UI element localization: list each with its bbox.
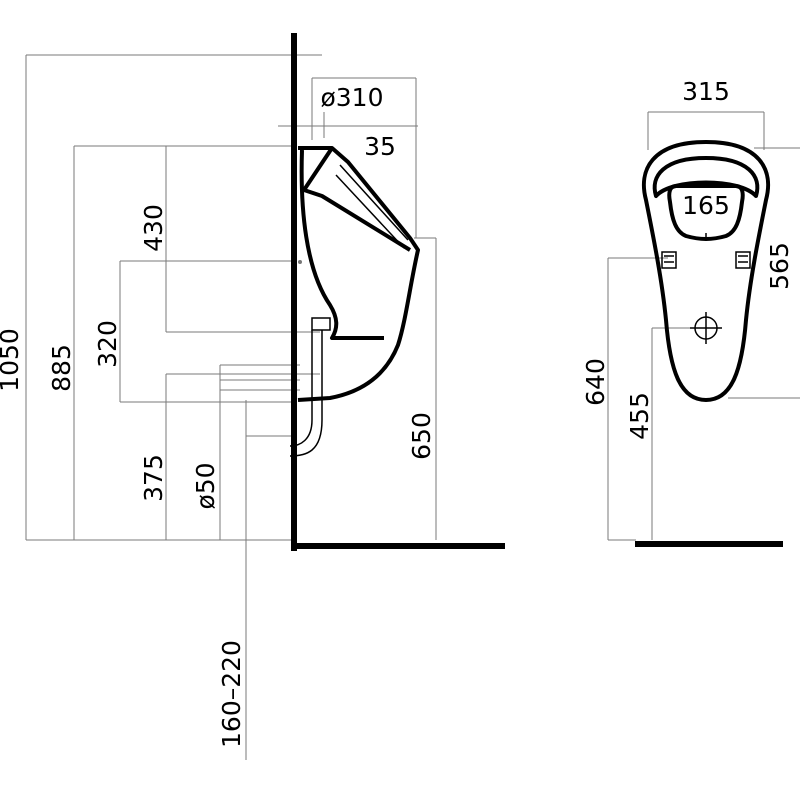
- dim-1050: 1050: [0, 328, 24, 392]
- front-dimension-labels: 315 165 565 640 455: [581, 77, 794, 440]
- dim-650: 650: [407, 412, 436, 460]
- dim-ø310: ø310: [320, 83, 383, 112]
- dim-565: 565: [765, 242, 794, 290]
- dim-640: 640: [581, 358, 610, 406]
- urinal-side-profile: [289, 146, 420, 457]
- urinal-front-outline: [641, 140, 771, 402]
- side-dimension-labels: 1050 885 430 320 375 ø50 160–220 650 ø31…: [0, 83, 436, 748]
- side-view: 1050 885 430 320 375 ø50 160–220 650 ø31…: [0, 33, 505, 760]
- dim-ø50: ø50: [191, 462, 220, 509]
- dim-455: 455: [625, 392, 654, 440]
- front-view: 315 165 565 640 455: [581, 77, 800, 547]
- dim-165: 165: [682, 191, 730, 220]
- dim-315: 315: [682, 77, 730, 106]
- side-dimension-lines: [25, 54, 437, 760]
- dim-160-220: 160–220: [217, 640, 246, 748]
- front-dimension-lines: [607, 111, 800, 541]
- dim-430: 430: [139, 204, 168, 252]
- dim-320: 320: [93, 320, 122, 368]
- dim-35: 35: [364, 132, 396, 161]
- dim-375: 375: [139, 454, 168, 502]
- dim-885: 885: [47, 344, 76, 392]
